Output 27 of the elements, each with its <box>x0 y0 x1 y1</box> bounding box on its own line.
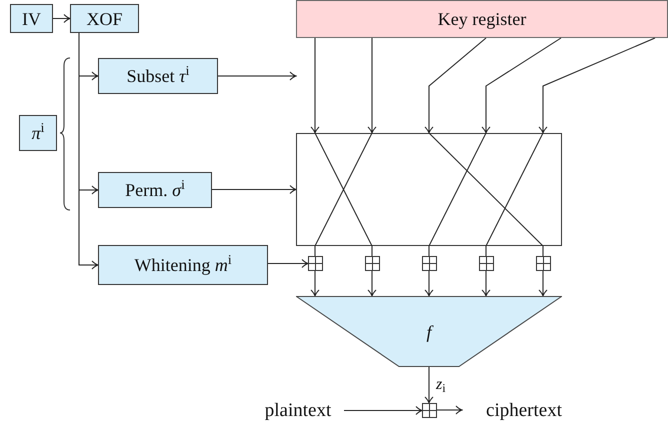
box-label: XOF <box>86 10 122 28</box>
box-label: Subset τ$^{i}$ <box>126 67 190 85</box>
function-label: f <box>426 322 432 340</box>
xor-symbol <box>422 256 437 271</box>
xor-symbol <box>536 256 551 271</box>
box-label: IV <box>22 10 41 28</box>
box-label: Perm. σ$^{i}$ <box>125 181 185 199</box>
process-box <box>98 172 212 208</box>
xor-symbol <box>365 256 380 271</box>
process-box <box>19 115 57 151</box>
box-label: Whitening m$^{i}$ <box>134 256 232 274</box>
xor-symbol <box>308 256 323 271</box>
function-trapezoid <box>296 296 562 367</box>
connector-line <box>542 246 544 256</box>
register-box <box>296 0 668 38</box>
box-label: π$^{i}$ <box>32 124 44 142</box>
input-box <box>10 4 53 33</box>
process-box <box>98 58 218 94</box>
process-box <box>70 4 139 33</box>
input-label: plaintext <box>264 400 332 420</box>
connector-line <box>428 246 430 256</box>
box-label: Key register <box>438 10 526 28</box>
xor-symbol <box>479 256 494 271</box>
xor-symbol <box>422 403 437 418</box>
output-label: ciphertext <box>486 400 562 420</box>
process-box <box>98 245 268 285</box>
connector-line <box>314 246 316 256</box>
